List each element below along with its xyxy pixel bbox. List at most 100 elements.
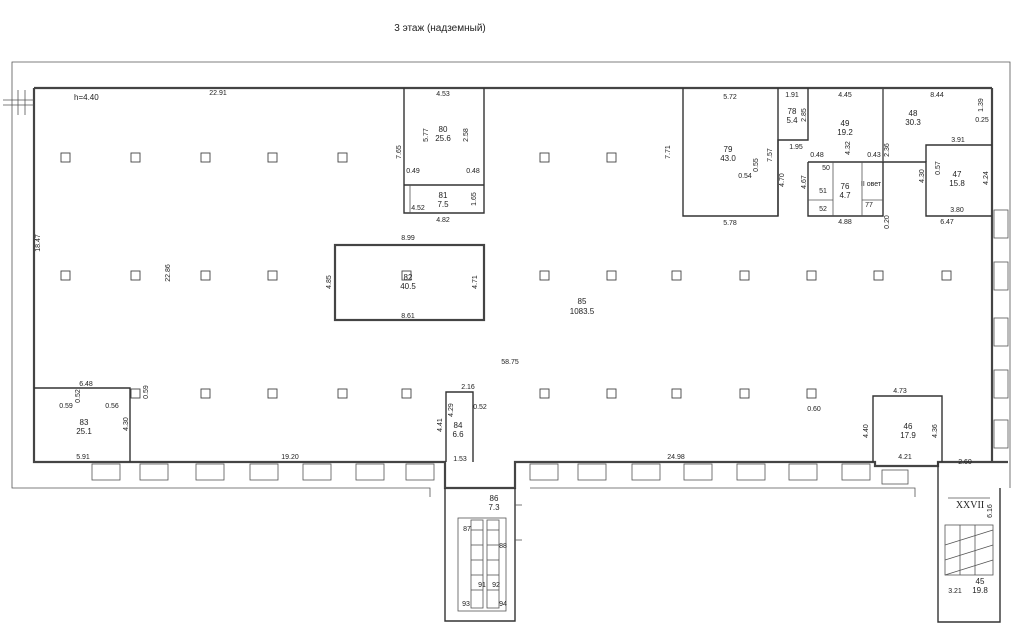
height-label: h=4.40 (74, 93, 99, 102)
dimension-labels: 22.91 18.47 22.86 4.53 5.77 7.65 0.49 2.… (35, 90, 994, 595)
dim: 6.48 (79, 381, 93, 388)
dim: 7.71 (665, 145, 672, 159)
room-51-number: 51 (819, 188, 827, 195)
interior-walls (34, 88, 992, 462)
dim: 1.65 (471, 192, 478, 206)
east-windows (993, 209, 1009, 449)
dim: 24.98 (667, 454, 685, 461)
dim: 0.20 (884, 215, 891, 229)
dim: 2.16 (461, 384, 475, 391)
dim: 7.65 (396, 145, 403, 159)
dim: 0.54 (738, 173, 752, 180)
dim: 0.56 (105, 403, 119, 410)
dim: 4.82 (436, 217, 450, 224)
stair-45 (937, 462, 1001, 623)
dim: 0.52 (75, 389, 82, 403)
room-86-number: 86 (490, 494, 499, 503)
room-82-number: 82 (404, 273, 413, 282)
dim: 7.57 (767, 148, 774, 162)
dim: 8.44 (930, 92, 944, 99)
dim: 5.78 (723, 220, 737, 227)
dim: 1.53 (453, 456, 467, 463)
dim: 0.60 (807, 406, 821, 413)
dim: 0.43 (867, 152, 881, 159)
dim: 3.91 (951, 137, 965, 144)
dim: 4.67 (801, 175, 808, 189)
room-80-number: 80 (439, 125, 448, 134)
dim: 4.36 (932, 424, 939, 438)
room-76-number: 76 (841, 182, 850, 191)
dim: 2.60 (958, 459, 972, 466)
dim: 4.45 (838, 92, 852, 99)
room-82-area: 40.5 (400, 282, 416, 291)
room-79-number: 79 (724, 145, 733, 154)
dim: 0.49 (406, 168, 420, 175)
room-84-area: 6.6 (452, 430, 464, 439)
dim: 58.75 (501, 359, 519, 366)
room-93-number: 93 (462, 601, 470, 608)
dim: 2.85 (801, 108, 808, 122)
room-45-area: 19.8 (972, 586, 988, 595)
dim: 4.21 (898, 454, 912, 461)
room-76-area: 4.7 (839, 191, 851, 200)
dim: 0.48 (810, 152, 824, 159)
dim: 3.21 (948, 588, 962, 595)
room-45-number: 45 (976, 577, 985, 586)
dim: 4.29 (448, 403, 455, 417)
dim: 5.72 (723, 94, 737, 101)
room-80-area: 25.6 (435, 134, 451, 143)
dim: 0.48 (466, 168, 480, 175)
room-84-number: 84 (454, 421, 463, 430)
dim: 4.41 (437, 418, 444, 432)
dim: 4.53 (436, 91, 450, 98)
dim: 8.61 (401, 313, 415, 320)
room-94-number: 94 (499, 601, 507, 608)
dim: 4.73 (893, 388, 907, 395)
room-83-number: 83 (80, 418, 89, 427)
dim: 6.47 (940, 219, 954, 226)
room-85-area: 1083.5 (570, 307, 595, 316)
dim: 4.85 (326, 275, 333, 289)
dim: 18.47 (35, 234, 42, 252)
room-81-number: 81 (439, 191, 448, 200)
dim: 0.57 (935, 161, 942, 175)
dim: 1.95 (789, 144, 803, 151)
dim: 4.88 (838, 219, 852, 226)
dim: 6.16 (987, 504, 994, 518)
room-78-number: 78 (788, 107, 797, 116)
room-83-area: 25.1 (76, 427, 92, 436)
dim: 4.32 (845, 141, 852, 155)
room-87-number: 87 (463, 526, 471, 533)
dim: 0.55 (753, 158, 760, 172)
room-47-area: 15.8 (949, 179, 965, 188)
dim: 1.91 (785, 92, 799, 99)
room-81-area: 7.5 (437, 200, 449, 209)
room-47-number: 47 (953, 170, 962, 179)
dim: 22.86 (165, 264, 172, 282)
outer-walls (3, 61, 1011, 497)
room-79-area: 43.0 (720, 154, 736, 163)
dim: 4.24 (983, 171, 990, 185)
dim: 0.52 (473, 404, 487, 411)
room-46-area: 17.9 (900, 431, 916, 440)
dim: 8.99 (401, 235, 415, 242)
dim: 1.39 (978, 98, 985, 112)
dim: 4.30 (919, 169, 926, 183)
vent-label: II овет (861, 181, 882, 188)
room-91-number: 91 (478, 582, 486, 589)
room-46-number: 46 (904, 422, 913, 431)
south-windows (91, 463, 909, 485)
dim: 19.20 (281, 454, 299, 461)
dim: 5.91 (76, 454, 90, 461)
room-48-area: 30.3 (905, 118, 921, 127)
dim: 4.30 (123, 417, 130, 431)
room-50-number: 50 (822, 165, 830, 172)
dim: 0.59 (143, 385, 150, 399)
dim: 22.91 (209, 90, 227, 97)
dim: 2.36 (884, 143, 891, 157)
room-88-number: 88 (499, 543, 507, 550)
stair-shaft-86 (444, 488, 522, 622)
room-78-area: 5.4 (786, 116, 798, 125)
room-92-number: 92 (492, 582, 500, 589)
